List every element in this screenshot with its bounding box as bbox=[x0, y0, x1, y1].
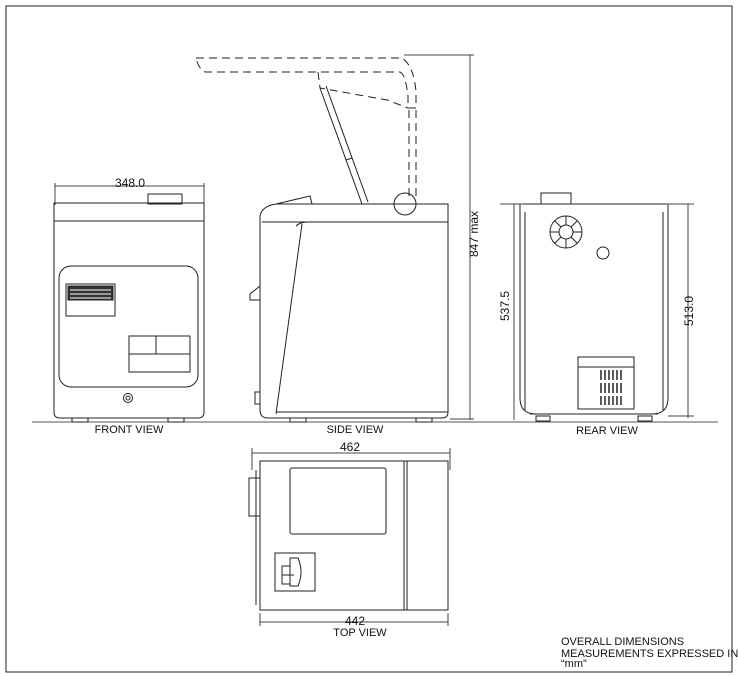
top-depth-dimension: 442 bbox=[345, 614, 365, 628]
rear-view bbox=[500, 192, 694, 422]
drawing-frame bbox=[5, 5, 733, 673]
side-height-dimension: 847 max bbox=[467, 211, 481, 257]
front-view-label: FRONT VIEW bbox=[95, 424, 164, 436]
note-line-3: “mm” bbox=[561, 658, 587, 670]
side-view bbox=[195, 54, 474, 423]
rear-right-dimension: 513.0 bbox=[682, 296, 696, 326]
note-line-2: MEASUREMENTS EXPRESSED IN bbox=[561, 648, 738, 660]
rear-view-label: REAR VIEW bbox=[576, 425, 638, 437]
front-view bbox=[53, 183, 205, 423]
side-view-label: SIDE VIEW bbox=[327, 424, 384, 436]
rear-left-dimension: 537.5 bbox=[498, 291, 512, 321]
top-view-label: TOP VIEW bbox=[333, 627, 387, 639]
top-width-dimension: 462 bbox=[340, 440, 360, 454]
note-line-1: OVERALL DIMENSIONS bbox=[561, 636, 684, 648]
front-width-dimension: 348.0 bbox=[115, 176, 145, 190]
top-view bbox=[248, 448, 451, 626]
